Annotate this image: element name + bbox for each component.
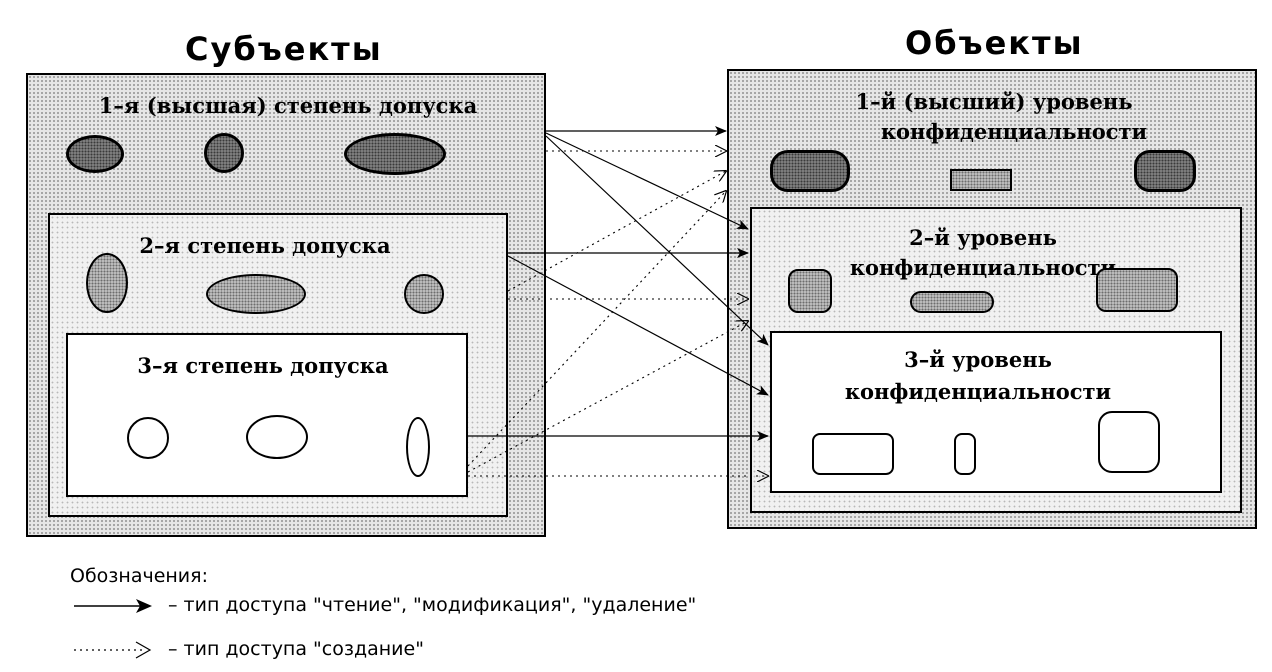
arrow-create-l3-o1 bbox=[467, 191, 726, 467]
legend-solid-text: – тип доступа "чтение", "модификация", "… bbox=[168, 594, 697, 616]
subject-oval bbox=[66, 135, 124, 173]
subjects-level3-label: 3–я степень допуска bbox=[137, 353, 389, 378]
object-rect bbox=[1134, 150, 1196, 192]
objects-title: Объекты bbox=[905, 24, 1084, 62]
legend-heading: Обозначения: bbox=[70, 565, 208, 587]
subject-oval bbox=[86, 253, 128, 313]
objects-level3-label-line1: 3–й уровень bbox=[904, 347, 1052, 372]
subject-oval bbox=[206, 274, 306, 314]
arrow-read-l1-o3 bbox=[545, 135, 769, 346]
subject-oval bbox=[406, 417, 430, 477]
legend-dotted-arrow-icon bbox=[74, 641, 152, 659]
subject-oval bbox=[344, 133, 446, 175]
objects-level1-label-line1: 1–й (высший) уровень bbox=[855, 89, 1133, 114]
object-rect bbox=[1098, 411, 1160, 473]
objects-level2-label-line2: конфиденциальности bbox=[849, 255, 1117, 280]
subject-oval bbox=[204, 133, 244, 173]
arrow-create-l2-o1 bbox=[507, 171, 726, 292]
object-rect bbox=[788, 269, 832, 313]
legend-solid-arrow-icon bbox=[74, 599, 152, 613]
object-rect bbox=[954, 433, 976, 475]
objects-level1-label-line2: конфиденциальности bbox=[880, 119, 1148, 144]
subject-oval bbox=[404, 274, 444, 314]
legend-dotted-text: – тип доступа "создание" bbox=[168, 638, 424, 660]
object-rect bbox=[812, 433, 894, 475]
objects-level3-label-line2: конфиденциальности bbox=[844, 379, 1112, 404]
object-rect bbox=[1096, 268, 1178, 312]
arrow-read-l1-o2 bbox=[545, 132, 749, 230]
arrow-create-l3-o2 bbox=[467, 321, 748, 473]
subject-oval bbox=[127, 417, 169, 459]
arrow-read-l2-o3 bbox=[507, 255, 769, 396]
object-rect bbox=[910, 291, 994, 313]
subjects-title: Субъекты bbox=[185, 30, 383, 68]
subjects-level2-label: 2–я степень допуска bbox=[139, 233, 391, 258]
subject-oval bbox=[246, 415, 308, 459]
object-rect bbox=[950, 169, 1012, 191]
object-rect bbox=[770, 150, 850, 192]
objects-level2-label-line1: 2–й уровень bbox=[909, 225, 1057, 250]
subjects-level1-label: 1–я (высшая) степень допуска bbox=[98, 93, 478, 118]
